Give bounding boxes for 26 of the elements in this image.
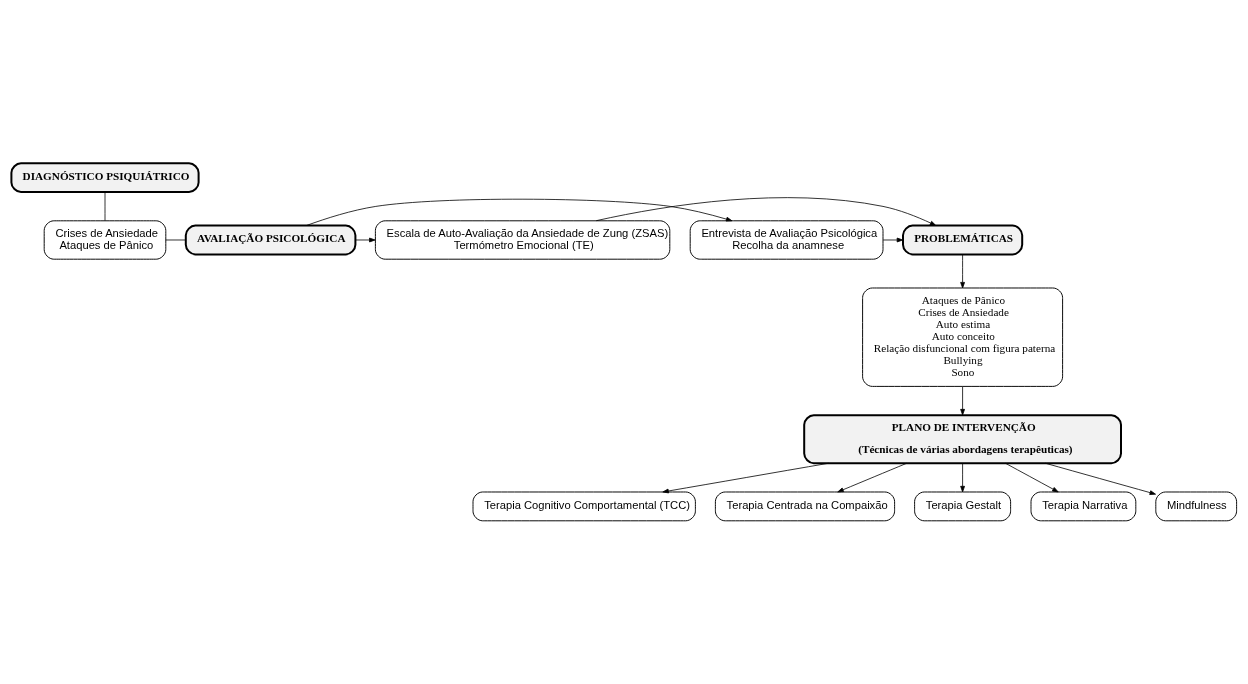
arrow [305, 198, 733, 226]
arrow [960, 254, 965, 289]
node-box: Crises de Ansiedade Ataques de Pânico [43, 220, 167, 260]
connector [165, 239, 187, 241]
node-box: PLANO DE INTERVENÇÃO (Técnicas de várias abordagens terapêuticas) [803, 414, 1122, 465]
arrow [882, 237, 904, 243]
node-box: Terapia Narrativa [1030, 491, 1137, 522]
node-box: AVALIAÇÃO PSICOLÓGICA [184, 224, 357, 256]
node-box: Escala de Auto-Avaliação da Ansiedade de Zung (ZSAS) Termómetro Emocional (TE) [374, 220, 671, 260]
arrow [1005, 462, 1059, 493]
node-box: Terapia Gestalt [914, 491, 1012, 522]
connector [104, 191, 106, 221]
node-box: Terapia Centrada na Compaixão [714, 491, 896, 522]
arrow [960, 386, 965, 416]
arrow [960, 462, 965, 493]
node-box: Mindfulness [1155, 491, 1238, 522]
arrow [355, 237, 376, 243]
arrow [595, 197, 937, 226]
node-box: Ataques de Pânico Crises de Ansiedade Auto estima Auto conceito Relação disfuncional com figura paterna Bullying Sono [862, 287, 1064, 387]
node-box: PROBLEMÁTICAS [902, 224, 1024, 256]
arrow [837, 462, 908, 493]
node-box: Terapia Cognitivo Comportamental (TCC) [472, 491, 696, 522]
node-box: DIAGNÓSTICO PSIQUIÁTRICO [10, 162, 200, 193]
node-box: Entrevista de Avaliação Psicológica Recolha da anamnese [689, 220, 884, 260]
arrow [1044, 462, 1156, 495]
arrow [662, 462, 830, 494]
